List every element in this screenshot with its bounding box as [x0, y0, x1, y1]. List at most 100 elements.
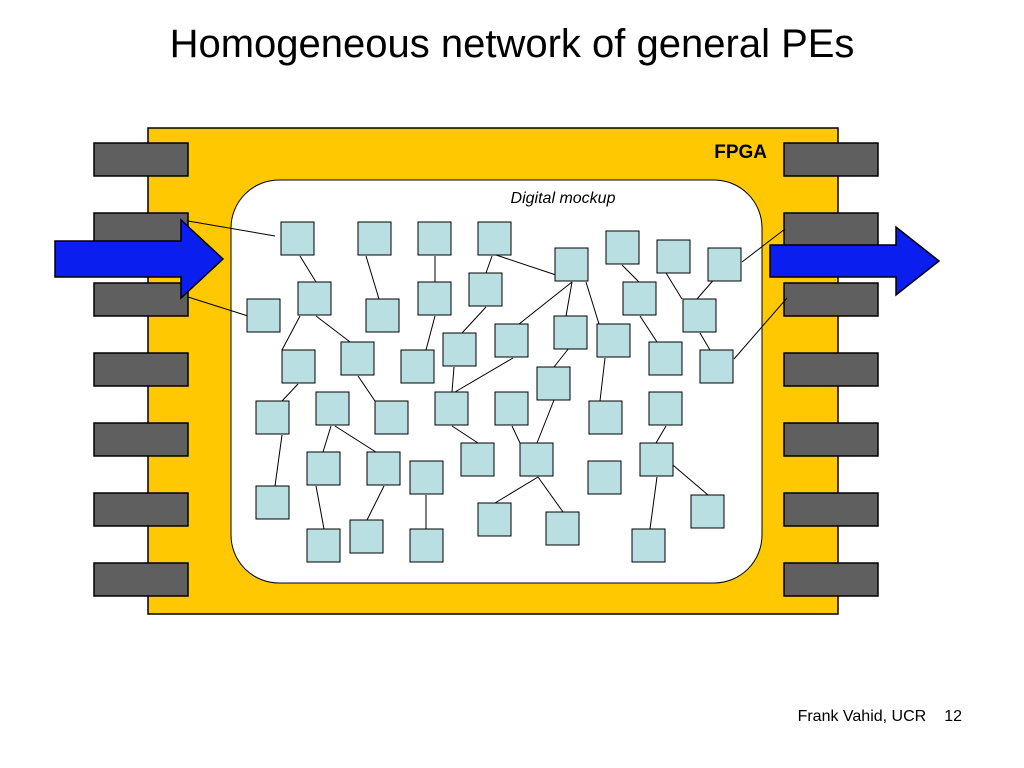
- pe-wire: [494, 476, 539, 504]
- processing-element: [357, 221, 392, 256]
- processing-element: [656, 239, 691, 274]
- processing-element: [553, 315, 588, 350]
- pe-wire: [537, 476, 564, 513]
- processing-element: [494, 391, 529, 426]
- processing-element: [605, 230, 640, 265]
- pe-wire: [536, 399, 555, 444]
- processing-element: [417, 221, 452, 256]
- processing-element: [545, 511, 580, 546]
- pe-wire: [553, 347, 570, 368]
- pin-right: [783, 142, 879, 177]
- processing-element: [400, 349, 435, 384]
- processing-element: [477, 502, 512, 537]
- processing-element: [494, 323, 529, 358]
- processing-element: [648, 391, 683, 426]
- pe-wire: [366, 485, 385, 521]
- processing-element: [554, 247, 589, 282]
- pin-right: [783, 352, 879, 387]
- pin-left: [93, 282, 189, 317]
- pe-network: [246, 221, 742, 563]
- processing-element: [365, 298, 400, 333]
- fpga-label: FPGA: [714, 142, 767, 163]
- pe-wire: [621, 264, 640, 283]
- pe-wire: [274, 434, 283, 487]
- io-arrows: [54, 218, 941, 300]
- processing-element: [255, 485, 290, 520]
- pin-right: [783, 422, 879, 457]
- pe-wire: [315, 485, 325, 530]
- output-arrow: [769, 225, 941, 297]
- pe-wire: [585, 281, 600, 325]
- processing-element: [639, 442, 674, 477]
- pe-wire: [699, 332, 711, 351]
- page-number: 12: [944, 708, 962, 725]
- pe-wire: [485, 255, 493, 274]
- mockup-label: Digital mockup: [511, 190, 616, 207]
- pin-right: [783, 492, 879, 527]
- processing-element: [306, 451, 341, 486]
- processing-element: [306, 528, 341, 563]
- processing-element: [648, 341, 683, 376]
- pin-right: [783, 212, 879, 247]
- input-arrow: [54, 218, 225, 300]
- pe-wire: [639, 315, 658, 343]
- pin-left: [93, 422, 189, 457]
- processing-element: [468, 272, 503, 307]
- pe-wire: [511, 425, 521, 444]
- pe-wire: [187, 296, 249, 317]
- processing-element: [297, 281, 332, 316]
- pe-wire: [451, 425, 479, 444]
- processing-element: [622, 281, 657, 316]
- processing-element: [442, 332, 477, 367]
- processing-element: [434, 391, 469, 426]
- pe-wire: [655, 425, 667, 444]
- processing-element: [699, 349, 734, 384]
- pe-wire: [322, 425, 332, 453]
- pin-left: [93, 142, 189, 177]
- processing-element: [477, 221, 512, 256]
- processing-element: [246, 298, 281, 333]
- processing-element: [280, 221, 315, 256]
- pin-left: [93, 562, 189, 597]
- processing-element: [340, 341, 375, 376]
- processing-element: [707, 247, 742, 282]
- processing-element: [349, 519, 384, 554]
- pe-wire: [454, 357, 514, 393]
- digital-mockup-area: [230, 179, 763, 584]
- processing-element: [536, 366, 571, 401]
- chip-pins: [93, 142, 879, 597]
- pe-wire: [666, 459, 709, 496]
- pe-wire: [299, 255, 317, 283]
- pe-wire: [565, 281, 573, 317]
- pe-wire: [733, 297, 788, 360]
- processing-element: [409, 460, 444, 495]
- pe-wire: [357, 375, 376, 402]
- processing-element: [631, 528, 666, 563]
- pe-wire: [187, 220, 276, 237]
- slide-title: Homogeneous network of general PEs: [169, 22, 855, 66]
- pe-wire: [461, 306, 487, 334]
- processing-element: [281, 349, 316, 384]
- processing-element: [588, 400, 623, 435]
- processing-element: [417, 281, 452, 316]
- pe-wire: [281, 315, 301, 351]
- pe-wire: [281, 383, 299, 402]
- pin-right: [783, 562, 879, 597]
- pe-wire: [425, 315, 436, 351]
- pe-wire: [649, 476, 658, 530]
- pe-wire: [451, 366, 455, 393]
- processing-element: [460, 442, 495, 477]
- processing-element: [596, 323, 631, 358]
- processing-element: [587, 460, 622, 495]
- processing-element: [366, 451, 401, 486]
- pe-wire: [365, 255, 380, 300]
- pin-right: [783, 282, 879, 317]
- processing-element: [682, 298, 717, 333]
- processing-element: [519, 442, 554, 477]
- pin-left: [93, 492, 189, 527]
- processing-element: [255, 400, 290, 435]
- processing-element: [409, 528, 444, 563]
- processing-element: [374, 400, 409, 435]
